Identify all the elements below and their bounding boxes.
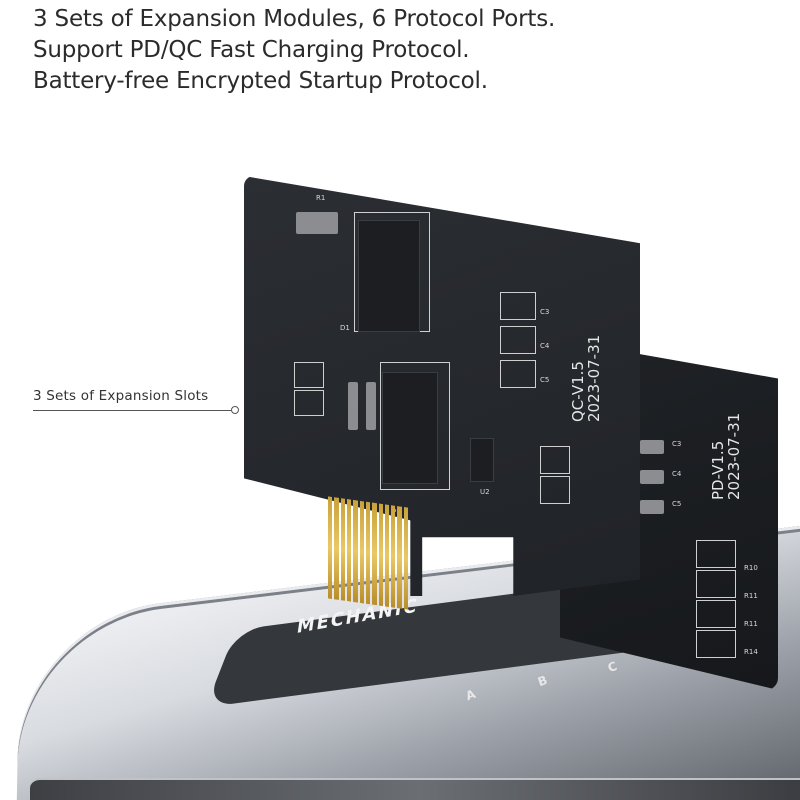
callout-leader-line <box>33 410 231 411</box>
silk-u2: U2 <box>480 488 490 496</box>
qc-board-name: QC-V1.5 <box>569 361 587 422</box>
headline-line-3: Battery-free Encrypted Startup Protocol. <box>33 68 488 94</box>
device-front-edge <box>30 778 800 800</box>
qc-board-date: 2023-07-31 <box>585 334 603 422</box>
silk-c4: C4 <box>672 470 682 478</box>
silk-c4: C4 <box>540 342 550 350</box>
pd-board-date: 2023-07-31 <box>725 412 743 500</box>
callout-label: 3 Sets of Expansion Slots <box>33 388 209 404</box>
headline: 3 Sets of Expansion Modules, 6 Protocol … <box>33 4 555 97</box>
silk-r11b: R11 <box>744 620 758 628</box>
silk-c3: C3 <box>672 440 682 448</box>
silk-r10: R10 <box>744 564 758 572</box>
headline-line-1: 3 Sets of Expansion Modules, 6 Protocol … <box>33 6 556 32</box>
silk-c3: C3 <box>540 308 550 316</box>
silk-c5: C5 <box>672 500 682 508</box>
silk-r14: R14 <box>744 648 758 656</box>
expansion-slots-callout: 3 Sets of Expansion Slots <box>33 388 243 414</box>
silk-d1: D1 <box>340 324 350 332</box>
pd-board-name: PD-V1.5 <box>709 440 727 500</box>
callout-dot-icon <box>231 406 239 414</box>
silk-r1: R1 <box>316 194 326 202</box>
gold-edge-connector <box>328 496 409 610</box>
silk-c5: C5 <box>540 376 550 384</box>
headline-line-2: Support PD/QC Fast Charging Protocol. <box>33 37 470 63</box>
silk-r11a: R11 <box>744 592 758 600</box>
qc-expansion-board: R1 D1 C3 C4 C5 U2 P1 QC-V1.5 2023-07-31 <box>244 176 640 596</box>
silk-p1: P1 <box>392 508 401 516</box>
